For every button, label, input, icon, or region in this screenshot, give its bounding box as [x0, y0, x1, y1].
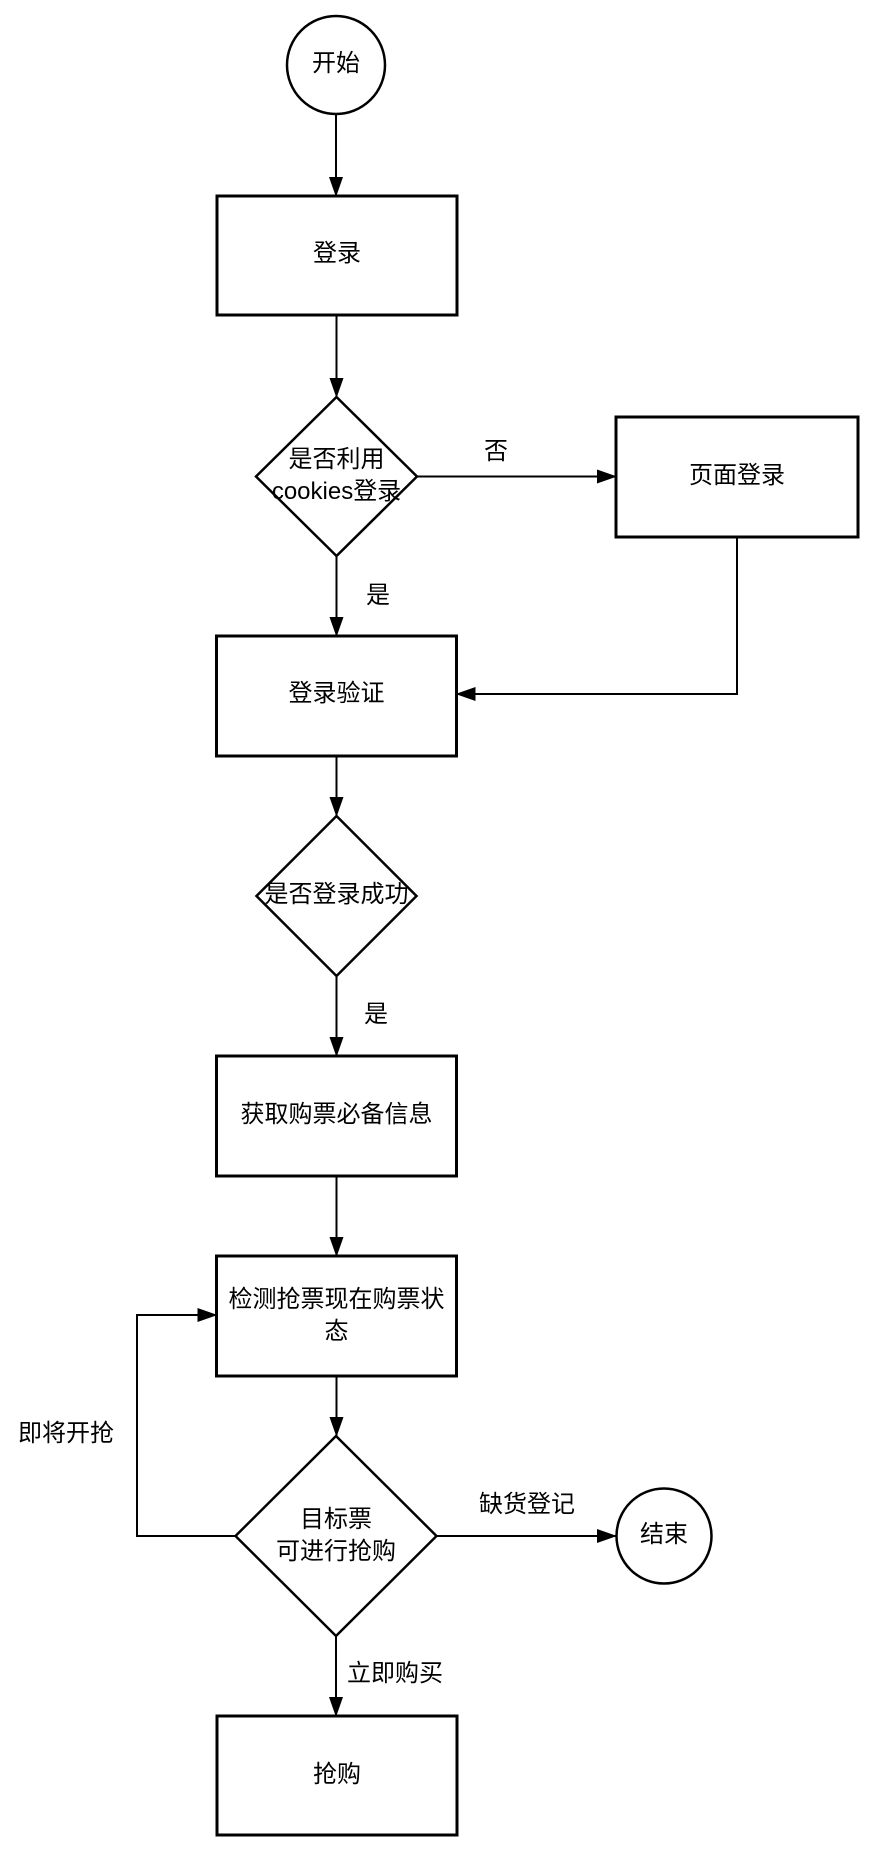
- target-decision-label-line2: 可进行抢购: [276, 1538, 396, 1565]
- login-process-shape: [215, 194, 459, 317]
- start-node-label: 开始: [312, 50, 360, 77]
- login-verify-node-label: 登录验证: [288, 680, 385, 707]
- target-decision-label: 目标票 可进行抢购: [276, 1504, 396, 1568]
- check-status-label-line2: 态: [324, 1318, 349, 1345]
- target-decision-shape: [233, 1434, 439, 1638]
- start-terminator-shape: [285, 14, 387, 116]
- get-ticket-info-process-shape: [215, 1054, 458, 1178]
- login-success-decision-shape: [254, 814, 419, 978]
- end-terminator-shape: [615, 1487, 713, 1585]
- login-success-decision-label: 是否登录成功: [264, 881, 409, 908]
- edge-target-loop-to-check-status: [136, 1308, 236, 1537]
- grab-process-shape: [215, 1714, 459, 1837]
- login-verify-process-shape: [215, 634, 458, 758]
- edge-label-out-of-stock: 缺货登记: [479, 1491, 575, 1518]
- login-node-label: 登录: [313, 240, 361, 267]
- check-status-process-shape: [215, 1254, 458, 1378]
- grab-node-label: 抢购: [313, 1761, 361, 1788]
- edge-label-buy-now: 立即购买: [347, 1660, 443, 1687]
- cookies-decision-shape: [254, 395, 419, 558]
- edge-label-no: 否: [484, 438, 508, 465]
- check-status-label-line1: 检测抢票现在购票状: [228, 1286, 445, 1313]
- cookies-decision-label-line1: 是否利用: [288, 446, 385, 473]
- edge-label-yes-login: 是: [364, 1001, 388, 1028]
- page-login-node-label: 页面登录: [689, 462, 785, 489]
- check-status-node-label: 检测抢票现在购票状 态: [229, 1284, 445, 1348]
- edge-page-login-to-login-verify: [455, 537, 738, 701]
- target-decision-label-line1: 目标票: [300, 1506, 372, 1533]
- get-ticket-info-node-label: 获取购票必备信息: [240, 1101, 433, 1128]
- page-login-process-shape: [614, 415, 860, 539]
- edge-label-yes-cookies: 是: [366, 582, 390, 609]
- cookies-decision-label: 是否利用 cookies登录: [272, 444, 401, 508]
- end-node-label: 结束: [640, 1521, 688, 1548]
- cookies-decision-label-line2: cookies登录: [271, 478, 402, 505]
- edge-label-about-to-start: 即将开抢: [18, 1420, 114, 1447]
